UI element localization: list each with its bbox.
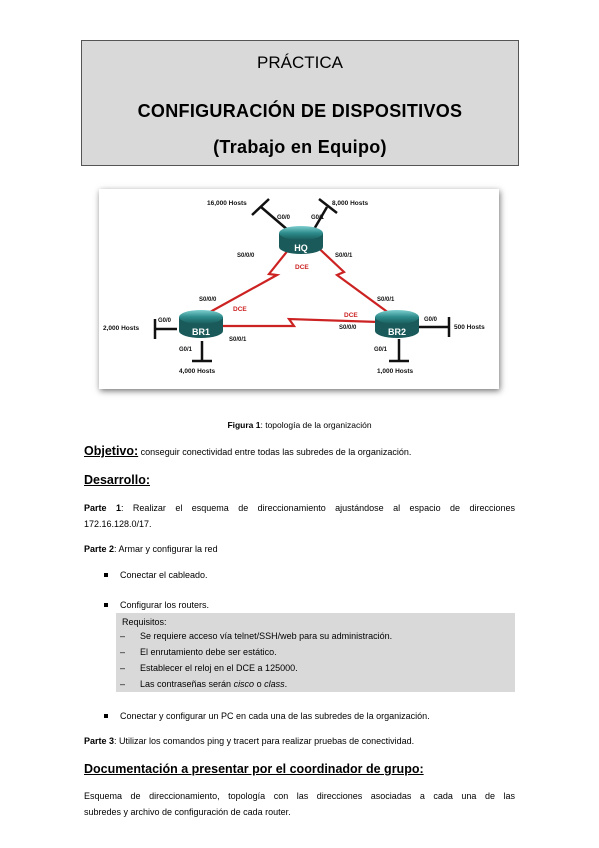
title-practica: PRÁCTICA bbox=[257, 53, 343, 72]
serial-link-br1-br2 bbox=[209, 317, 380, 328]
part2-paragraph: Parte 2: Armar y configurar la red bbox=[84, 544, 218, 554]
router-icon-br1 bbox=[179, 310, 223, 338]
topology-figure: HQ BR1 BR2 16,000 Hosts 8,000 Hosts 2,00… bbox=[99, 189, 499, 389]
bullet-item: Conectar el cableado. bbox=[104, 570, 208, 580]
dce-hq: DCE bbox=[295, 264, 309, 271]
requirement-item: –El enrutamiento debe ser estático. bbox=[120, 647, 277, 657]
port-br1-s000: S0/0/0 bbox=[199, 297, 217, 303]
port-hq-s001: S0/0/1 bbox=[335, 253, 353, 259]
eth-hq-g01 bbox=[311, 206, 329, 232]
requirements-title: Requisitos: bbox=[122, 617, 167, 627]
hosts-br1-g00: 2,000 Hosts bbox=[103, 325, 140, 332]
serial-link-hq-br2 bbox=[308, 238, 398, 320]
documentation-heading: Documentación a presentar por el coordin… bbox=[84, 762, 424, 776]
part1-line1: Parte 1: Realizar el esquema de direccio… bbox=[84, 503, 515, 513]
requirement-item: –Establecer el reloj en el DCE a 125000. bbox=[120, 663, 298, 673]
development-heading: Desarrollo: bbox=[84, 473, 150, 487]
router-label-hq: HQ bbox=[294, 243, 308, 253]
requirements-box: Requisitos: –Se requiere acceso vía teln… bbox=[116, 613, 515, 692]
port-br2-s000: S0/0/0 bbox=[339, 325, 357, 331]
hosts-br2-g00: 500 Hosts bbox=[454, 324, 485, 331]
port-hq-g00: G0/0 bbox=[277, 215, 291, 221]
topology-diagram: HQ BR1 BR2 16,000 Hosts 8,000 Hosts 2,00… bbox=[103, 198, 485, 375]
figure-caption: Figura 1: topología de la organización bbox=[227, 420, 372, 430]
requirement-item: –Se requiere acceso vía telnet/SSH/web p… bbox=[120, 631, 393, 641]
documentation-line1: Esquema de direccionamiento, topología c… bbox=[84, 791, 515, 801]
serial-link-hq-br1 bbox=[200, 238, 298, 318]
port-br1-g01: G0/1 bbox=[179, 347, 193, 353]
hosts-br1-g01: 4,000 Hosts bbox=[179, 368, 216, 375]
port-hq-s000: S0/0/0 bbox=[237, 253, 255, 259]
router-icon-br2 bbox=[375, 310, 419, 338]
hosts-hq-g00: 16,000 Hosts bbox=[207, 200, 247, 207]
objective-text: conseguir conectividad entre todas las s… bbox=[138, 447, 412, 457]
bullet-item: Conectar y configurar un PC en cada una … bbox=[104, 711, 430, 721]
title-subtitle: (Trabajo en Equipo) bbox=[213, 137, 387, 157]
dce-br1: DCE bbox=[233, 306, 247, 313]
part1-line2: 172.16.128.0/17. bbox=[84, 519, 152, 529]
router-label-br1: BR1 bbox=[192, 327, 210, 337]
title-main: CONFIGURACIÓN DE DISPOSITIVOS bbox=[137, 101, 463, 121]
bullet-item: Configurar los routers. bbox=[104, 600, 209, 610]
port-br2-g00: G0/0 bbox=[424, 317, 438, 323]
router-icon-hq bbox=[279, 226, 323, 254]
eth-hq-g00 bbox=[260, 206, 290, 232]
documentation-line2: subredes y archivo de configuración de c… bbox=[84, 807, 291, 817]
hosts-hq-g01: 8,000 Hosts bbox=[332, 200, 369, 207]
port-br2-s001: S0/0/1 bbox=[377, 297, 395, 303]
port-br1-g00: G0/0 bbox=[158, 318, 172, 324]
objective-label: Objetivo: bbox=[84, 444, 139, 458]
objective-paragraph: Objetivo: conseguir conectividad entre t… bbox=[84, 443, 411, 460]
port-br1-s001: S0/0/1 bbox=[229, 337, 247, 343]
title-box: PRÁCTICA CONFIGURACIÓN DE DISPOSITIVOS (… bbox=[81, 40, 519, 166]
part3-paragraph: Parte 3: Utilizar los comandos ping y tr… bbox=[84, 736, 415, 746]
port-hq-g01: G0/1 bbox=[311, 215, 325, 221]
port-br2-g01: G0/1 bbox=[374, 347, 388, 353]
requirement-item: –Las contraseñas serán cisco o class. bbox=[120, 679, 288, 689]
dce-br2: DCE bbox=[344, 312, 358, 319]
hosts-br2-g01: 1,000 Hosts bbox=[377, 368, 414, 375]
router-label-br2: BR2 bbox=[388, 327, 406, 337]
